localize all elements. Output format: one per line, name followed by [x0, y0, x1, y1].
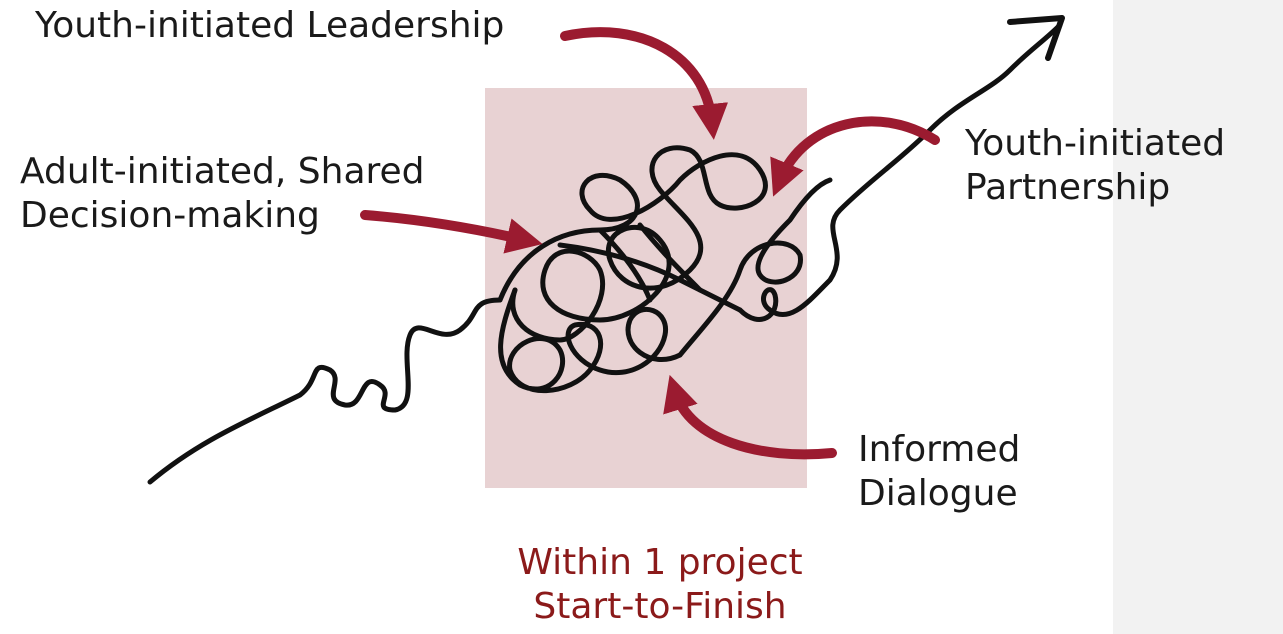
label-youth-leadership-text: Youth-initiated Leadership — [35, 5, 505, 46]
label-youth-partnership-line2: Partnership — [965, 167, 1171, 208]
arrow-to-adult-shared — [360, 210, 543, 254]
label-youth-leadership: Youth-initiated Leadership — [35, 4, 504, 48]
label-informed-dialogue-line2: Dialogue — [858, 473, 1018, 514]
label-informed-dialogue: Informed Dialogue — [858, 428, 1020, 516]
label-adult-shared-line1: Adult-initiated, Shared — [20, 151, 425, 192]
label-adult-shared-line2: Decision-making — [20, 195, 320, 236]
side-panel — [1113, 0, 1283, 634]
scribble-arrow-icon — [147, 15, 1065, 485]
arrow-to-dialogue — [663, 374, 837, 460]
project-caption-line1: Within 1 project — [517, 542, 803, 583]
arrow-to-leadership — [560, 27, 729, 140]
curved-arrow-icon — [360, 27, 940, 460]
label-informed-dialogue-line1: Informed — [858, 429, 1021, 470]
arrow-to-partnership — [770, 116, 940, 197]
project-caption-line2: Start-to-Finish — [533, 586, 787, 627]
label-adult-shared: Adult-initiated, Shared Decision-making — [20, 150, 425, 238]
project-caption: Within 1 project Start-to-Finish — [510, 541, 810, 629]
label-youth-partnership: Youth-initiated Partnership — [965, 122, 1225, 210]
label-youth-partnership-line1: Youth-initiated — [965, 123, 1226, 164]
